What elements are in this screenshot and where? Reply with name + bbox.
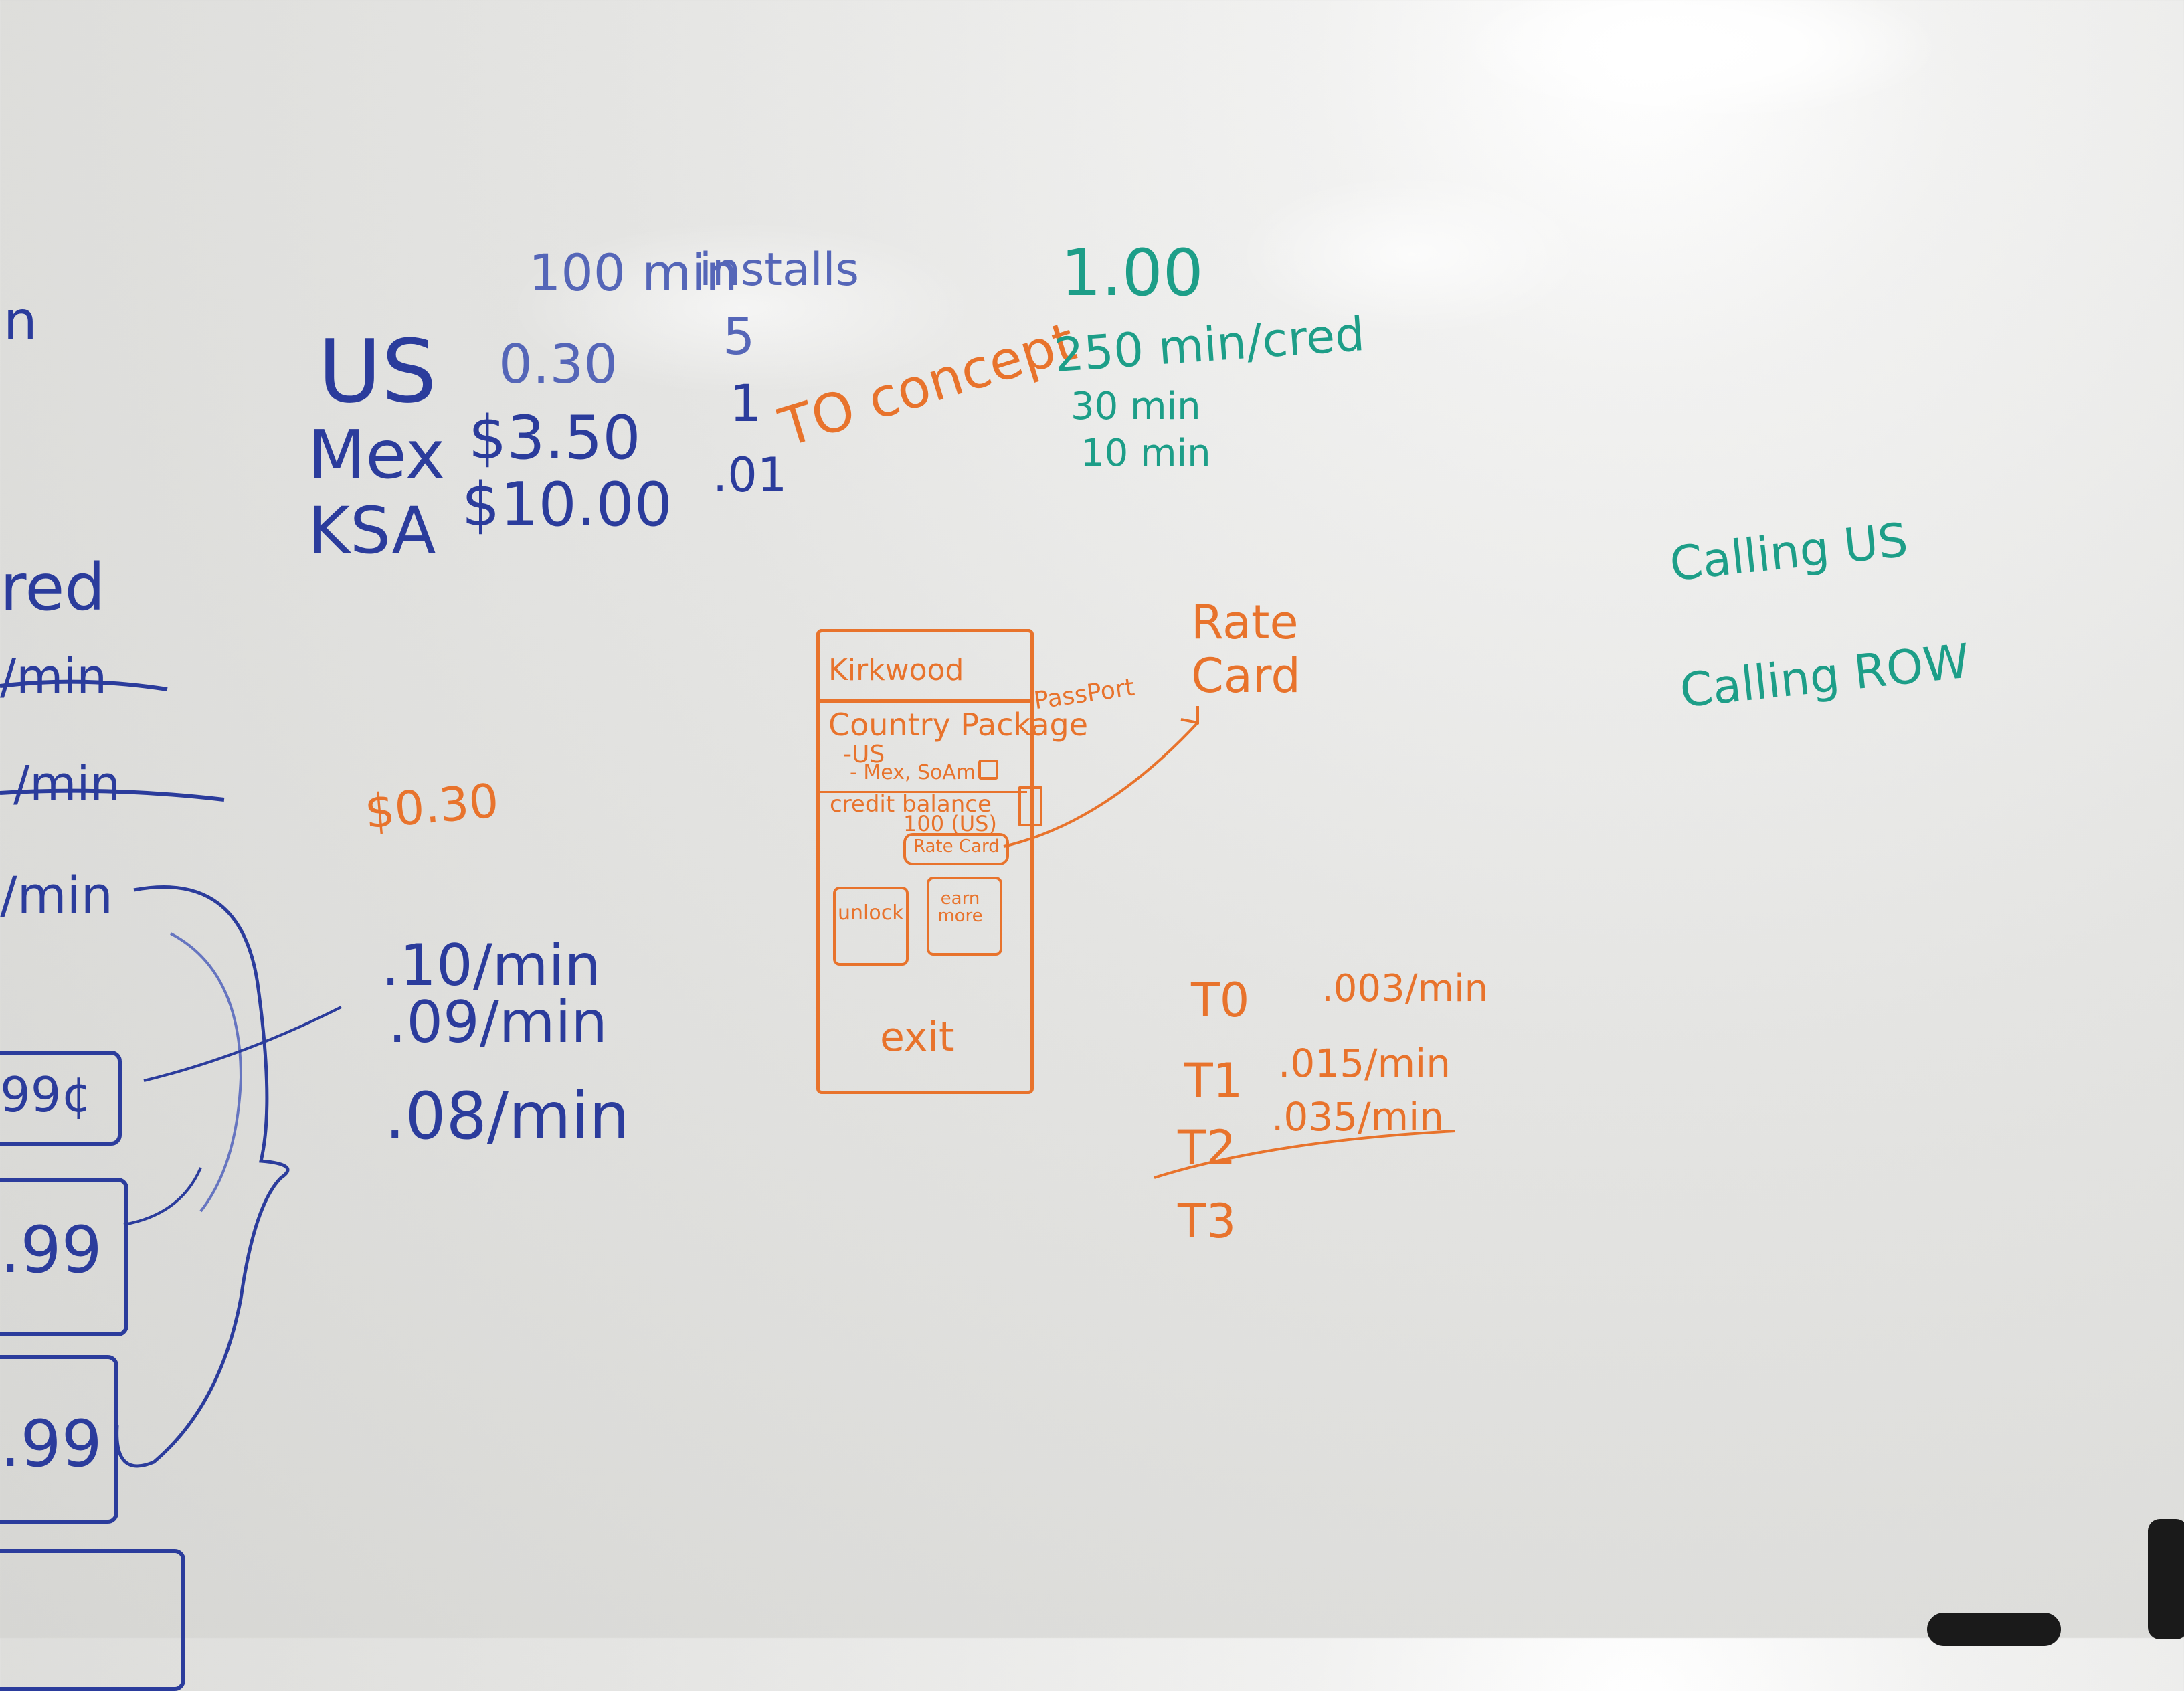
connector-blue bbox=[143, 1006, 342, 1082]
mockup-title-bar bbox=[816, 629, 1034, 703]
left-fragment-n: n bbox=[3, 290, 37, 352]
left-price-box-4 bbox=[0, 1549, 185, 1691]
tier-t0-rate: .003/min bbox=[1322, 967, 1489, 1010]
mockup-earn-more-label: earn more bbox=[937, 889, 983, 926]
left-fragment-min-2: /min bbox=[13, 755, 121, 812]
price-ksa: $10.00 bbox=[462, 470, 672, 540]
brace-inner bbox=[170, 932, 243, 1213]
country-ksa: KSA bbox=[308, 493, 436, 568]
mockup-checkbox bbox=[978, 760, 998, 780]
mockup-country-package: Country Package bbox=[828, 707, 1089, 743]
mockup-balance-value: 100 (US) bbox=[903, 811, 997, 836]
chair-base bbox=[1927, 1613, 2061, 1646]
left-price-box-2 bbox=[0, 1178, 128, 1336]
tier-underline bbox=[1154, 1130, 1456, 1179]
credit-30-min: 30 min bbox=[1071, 385, 1201, 428]
tier-t3-label: T3 bbox=[1178, 1194, 1237, 1249]
tier-t1-label: T1 bbox=[1184, 1053, 1243, 1108]
brace-curve bbox=[115, 885, 290, 1468]
installs-mex: 1 bbox=[729, 373, 762, 433]
credit-1-00: 1.00 bbox=[1061, 236, 1204, 310]
mockup-rate-card-label: Rate Card bbox=[913, 836, 1000, 857]
header-installs: installs bbox=[699, 244, 859, 296]
mockup-earn-more-button bbox=[927, 877, 1002, 956]
mockup-divider bbox=[816, 791, 1027, 793]
ink-strokes bbox=[0, 679, 1456, 1468]
orange-price: $0.30 bbox=[362, 773, 501, 840]
mockup-title: Kirkwood bbox=[828, 653, 964, 687]
rate-09-min: .09/min bbox=[388, 989, 608, 1056]
left-price-2: .99 bbox=[0, 1213, 102, 1287]
left-fragment-min-1: /min bbox=[0, 648, 108, 705]
rate-card-line-2: Card bbox=[1191, 648, 1301, 703]
rate-10-min: .10/min bbox=[381, 932, 601, 999]
rate-card-arrow bbox=[1003, 721, 1199, 848]
chair-back bbox=[2148, 1519, 2184, 1639]
mockup-unlock-label: unlock bbox=[838, 901, 904, 925]
rate-card-line-1: Rate bbox=[1191, 595, 1299, 650]
strike-line-1 bbox=[0, 679, 168, 691]
credit-10-min: 10 min bbox=[1081, 432, 1211, 475]
mockup-credit-balance: credit balance bbox=[830, 791, 992, 818]
tier-t0-label: T0 bbox=[1191, 973, 1250, 1028]
price-mex: $3.50 bbox=[468, 403, 641, 473]
mockup-unlock-button bbox=[833, 887, 909, 966]
header-100-min: 100 min bbox=[529, 243, 738, 302]
connector-blue-2 bbox=[123, 1167, 202, 1226]
price-us: 0.30 bbox=[498, 333, 618, 395]
left-fragment-min-3: /min bbox=[0, 865, 113, 925]
strike-line-2 bbox=[0, 788, 225, 802]
mockup-side-tab bbox=[1018, 786, 1042, 826]
installs-us: 5 bbox=[723, 306, 755, 366]
tier-t1-rate: .015/min bbox=[1278, 1041, 1451, 1086]
mockup-exit: exit bbox=[880, 1014, 955, 1061]
country-us: US bbox=[318, 321, 437, 422]
country-mex: Mex bbox=[308, 416, 446, 494]
mockup-item-us: -US bbox=[843, 741, 885, 768]
mockup-rate-card-button bbox=[903, 833, 1009, 865]
left-fragment-red: red bbox=[0, 550, 106, 625]
mockup-item-mex: - Mex, SoAm bbox=[850, 761, 976, 784]
tier-t2-rate: .035/min bbox=[1271, 1094, 1445, 1140]
left-price-box-3 bbox=[0, 1355, 118, 1524]
tier-t2-label: T2 bbox=[1178, 1120, 1237, 1175]
left-price-3: .99 bbox=[0, 1407, 102, 1482]
rate-card-arrowhead bbox=[1180, 706, 1199, 725]
installs-ksa: .01 bbox=[713, 448, 788, 503]
left-price-1: 99¢ bbox=[0, 1067, 92, 1123]
rate-08-min: .08/min bbox=[385, 1079, 630, 1154]
left-price-box-1 bbox=[0, 1051, 122, 1146]
